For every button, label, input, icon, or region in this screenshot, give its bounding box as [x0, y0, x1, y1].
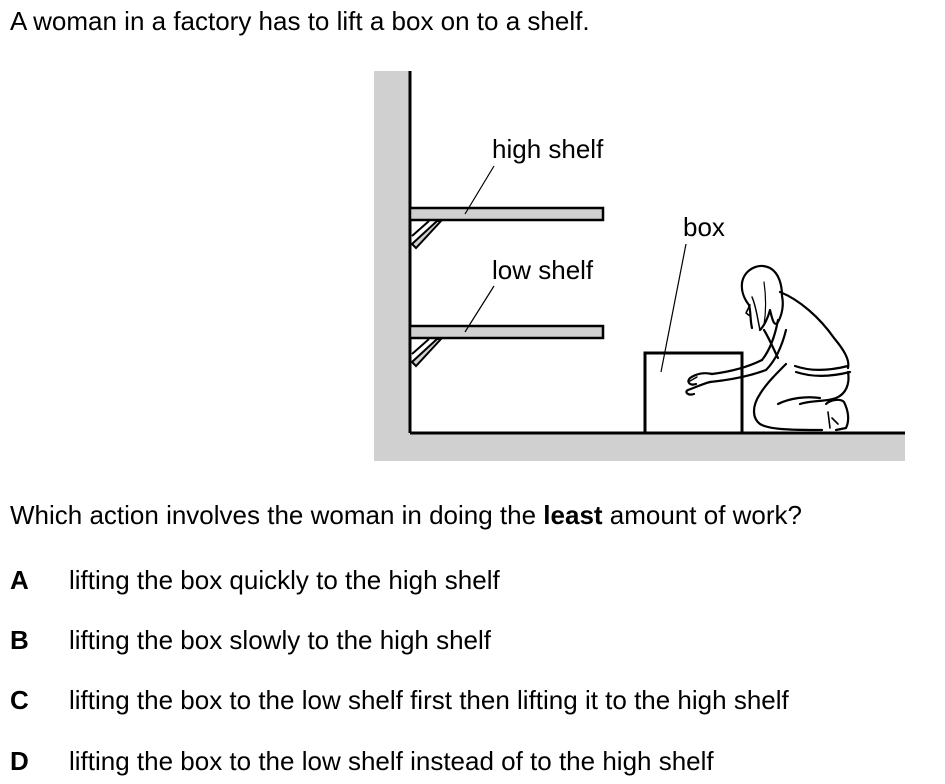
option-a-letter: A: [10, 565, 29, 595]
option-b-text: lifting the box slowly to the high shelf: [69, 625, 492, 655]
kneeling-woman: [685, 264, 852, 432]
wall-and-floor: [374, 71, 905, 461]
box-leader: [660, 243, 687, 373]
option-c-text: lifting the box to the low shelf first t…: [69, 685, 789, 715]
option-b-letter: B: [10, 625, 29, 655]
question-after: amount of work?: [602, 500, 802, 530]
box-label: box: [683, 212, 725, 242]
question-text: Which action involves the woman in doing…: [10, 498, 802, 532]
low-shelf: [408, 324, 605, 368]
option-c-letter: C: [10, 685, 29, 715]
high-shelf: [408, 206, 605, 250]
option-d-text: lifting the box to the low shelf instead…: [69, 746, 714, 776]
option-a-text: lifting the box quickly to the high shel…: [69, 565, 500, 595]
low-shelf-leader: [464, 285, 495, 333]
box: [643, 351, 744, 435]
question-emphasis: least: [543, 500, 603, 530]
high-shelf-leader: [464, 165, 495, 215]
option-d-letter: D: [10, 746, 29, 776]
question-before: Which action involves the woman in doing…: [10, 500, 544, 530]
low-shelf-label: low shelf: [492, 255, 594, 285]
intro-text: A woman in a factory has to lift a box o…: [10, 6, 590, 36]
high-shelf-label: high shelf: [492, 134, 604, 164]
